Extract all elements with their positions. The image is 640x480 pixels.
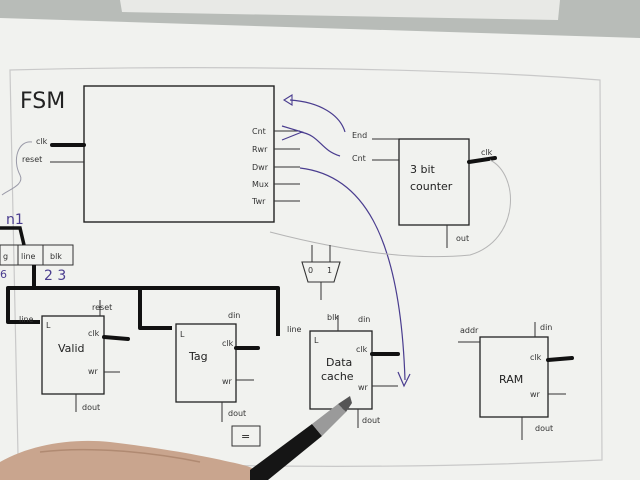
counter-cnt-label: Cnt — [352, 154, 366, 163]
fsm-out-cnt: Cnt — [252, 127, 266, 136]
tag-L-label: L — [180, 330, 185, 339]
datacache-din-label: din — [358, 315, 370, 324]
ram-wr-label: wr — [530, 390, 541, 399]
valid-clk-label: clk — [88, 329, 100, 338]
datacache-dout-label: dout — [362, 416, 380, 425]
fsm-out-twr: Twr — [251, 197, 266, 206]
ram-dout-label: dout — [535, 424, 553, 433]
handwritten-digits: 2 3 — [44, 268, 66, 284]
counter-out-label: out — [456, 234, 469, 243]
fsm-clk-label: clk — [36, 137, 48, 146]
counter-clk-label: clk — [481, 148, 493, 157]
ram-din-label: din — [540, 323, 552, 332]
ram-clk-label: clk — [530, 353, 542, 362]
tag-wr-label: wr — [222, 377, 233, 386]
fsm-title: FSM — [20, 89, 65, 114]
fsm-out-rwr: Rwr — [252, 145, 268, 154]
tag-label: Tag — [188, 350, 208, 363]
counter-label-2: counter — [410, 180, 453, 193]
fsm-out-mux: Mux — [252, 180, 269, 189]
tag-clk-label: clk — [222, 339, 234, 348]
datacache-L-label: L — [314, 336, 319, 345]
fsm-out-dwr: Dwr — [252, 163, 269, 172]
valid-clk-wire — [104, 337, 128, 339]
mux-in1: 1 — [327, 266, 332, 275]
valid-line-label: line — [19, 315, 34, 324]
datacache-label-2: cache — [321, 370, 354, 383]
ram-label: RAM — [499, 373, 523, 386]
ram-clk-wire — [548, 358, 572, 360]
valid-reset-label: reset — [92, 303, 112, 312]
valid-label: Valid — [58, 342, 85, 355]
datacache-line-label: line — [287, 325, 302, 334]
addr-line-text: line — [21, 252, 36, 261]
valid-wr-label: wr — [88, 367, 99, 376]
tag-dout-label: dout — [228, 409, 246, 418]
ram-addr-label: addr — [460, 326, 479, 335]
handwritten-b: 6 — [0, 268, 7, 281]
datacache-label-1: Data — [326, 356, 352, 369]
counter-end-label: End — [352, 131, 367, 140]
datacache-wr-label: wr — [358, 383, 369, 392]
tag-din-label: din — [228, 311, 240, 320]
valid-dout-label: dout — [82, 403, 100, 412]
counter-label-1: 3 bit — [410, 163, 436, 176]
addr-blk-text: blk — [50, 252, 62, 261]
addr-g-text: g — [3, 252, 8, 261]
datacache-blk-label: blk — [327, 313, 339, 322]
fsm-reset-label: reset — [22, 155, 42, 164]
datacache-clk-label: clk — [356, 345, 368, 354]
comparator-symbol: = — [241, 430, 250, 443]
handwritten-n: n1 — [6, 212, 24, 228]
mux-in0: 0 — [308, 266, 313, 275]
valid-L-label: L — [46, 321, 51, 330]
